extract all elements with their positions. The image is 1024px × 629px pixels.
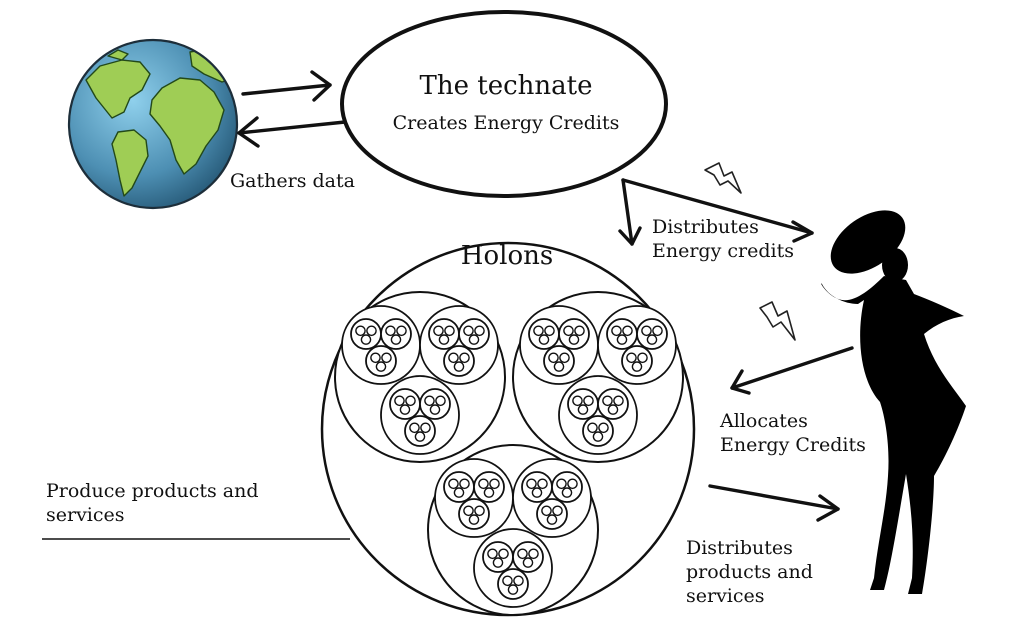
silhouette-woman-icon [821,210,966,594]
holon-cluster [513,292,683,462]
globe-icon [67,38,239,210]
technate-subtitle: Creates Energy Credits [392,112,620,134]
technate-title: The technate [419,71,593,101]
produce-label: Produce products and services [46,480,259,526]
distributes-products-label: Distributes products and services [686,537,813,607]
technate-ellipse [340,10,668,198]
holons-title: Holons [460,241,554,271]
arrow-globe-to-technate [241,70,332,102]
gathers-data-label: Gathers data [230,170,355,192]
arrow-technate-to-holons [618,178,642,246]
arrow-holons-to-person [708,484,840,522]
arrow-technate-to-person [621,178,814,243]
lightning-icon [759,301,796,341]
lightning-icon [704,162,742,194]
arrow-technate-to-globe [237,116,347,148]
distributes-credits-label: Distributes Energy credits [652,216,794,262]
allocates-credits-label: Allocates Energy Credits [720,410,866,456]
holon-cluster [428,445,598,615]
arrow-person-to-holons [730,346,854,395]
holon-cluster [335,292,505,462]
